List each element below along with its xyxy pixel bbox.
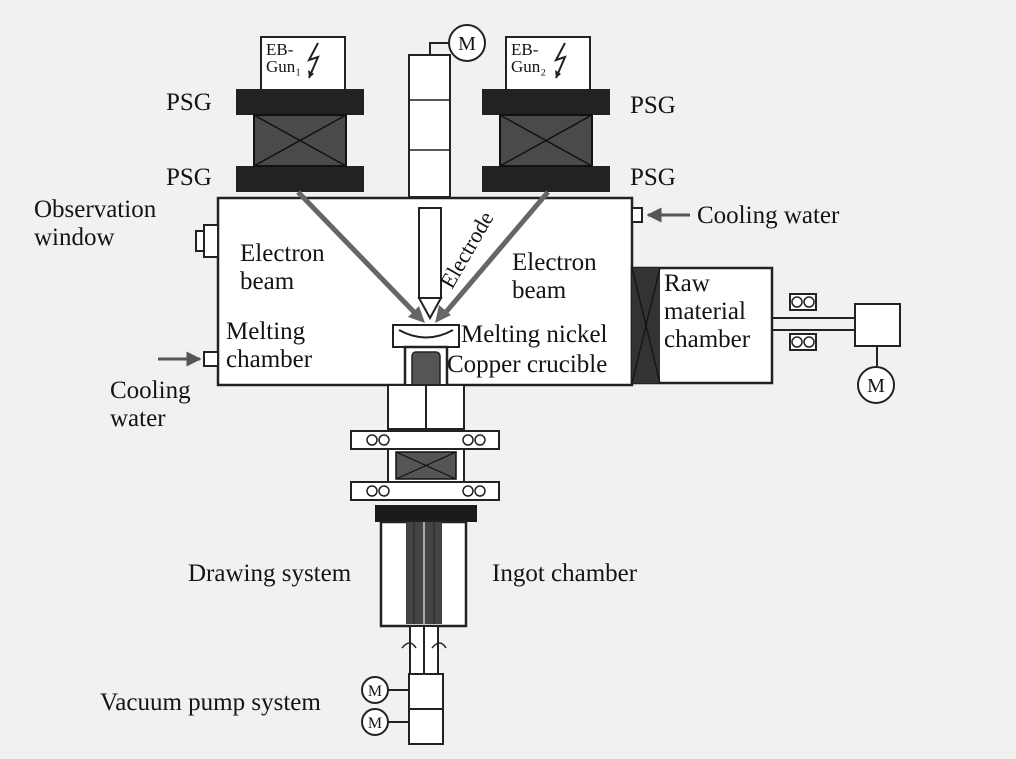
electrode-feed-column (408, 42, 451, 198)
raw-material-chamber-body (630, 266, 774, 385)
ingot-chamber-body (379, 520, 468, 628)
psg-label-bottom-left: PSG (166, 164, 212, 191)
cooling-water-port-right (631, 207, 690, 223)
eb-gun-2 (505, 36, 591, 91)
cooling-water-port-left (158, 351, 219, 367)
motor-pump-2 (361, 708, 409, 736)
eb-gun-1 (260, 36, 346, 91)
raw-material-chamber-label: Raw material chamber (664, 270, 751, 353)
observation-window-port (195, 224, 219, 258)
cooling-water-label-left: Cooling water (110, 377, 191, 432)
eb-gun-1-label: EB- Gun₁ (266, 40, 302, 76)
electron-beam-right (435, 190, 550, 323)
electron-beam-label-right: Electron beam (512, 249, 597, 304)
motor-pump-1-label: M (368, 683, 382, 700)
psg-coil-right (482, 89, 610, 192)
psg-label-top-left: PSG (166, 89, 212, 116)
raw-material-feeder (772, 293, 901, 366)
psg-label-bottom-right: PSG (630, 164, 676, 191)
ingot-chamber-label: Ingot chamber (492, 560, 638, 587)
motor-pump-2-label: M (368, 715, 382, 732)
melting-chamber-label: Melting chamber (226, 318, 313, 373)
motor-top-label: M (458, 33, 476, 55)
electron-beam-left (296, 190, 425, 323)
motor-raw-material (857, 366, 895, 404)
pump-connection (401, 625, 447, 675)
psg-coil-left (236, 89, 364, 192)
psg-label-top-right: PSG (630, 92, 676, 119)
drawing-column (350, 384, 500, 522)
electrode-rod (417, 207, 443, 321)
motor-raw-material-label: M (867, 375, 885, 397)
motor-pump-1 (361, 676, 409, 704)
motor-top (448, 24, 486, 62)
melting-nickel-label: Melting nickel (461, 321, 608, 348)
vacuum-pump-unit (408, 673, 444, 745)
copper-crucible-label: Copper crucible (447, 351, 608, 378)
vacuum-pump-system-label: Vacuum pump system (100, 689, 321, 716)
cooling-water-label-right: Cooling water (697, 202, 840, 229)
observation-window-label: Observation window (34, 196, 157, 251)
eb-gun-2-label: EB- Gun₂ (511, 40, 547, 76)
drawing-system-label: Drawing system (188, 560, 352, 587)
electron-beam-label-left: Electron beam (240, 240, 325, 295)
